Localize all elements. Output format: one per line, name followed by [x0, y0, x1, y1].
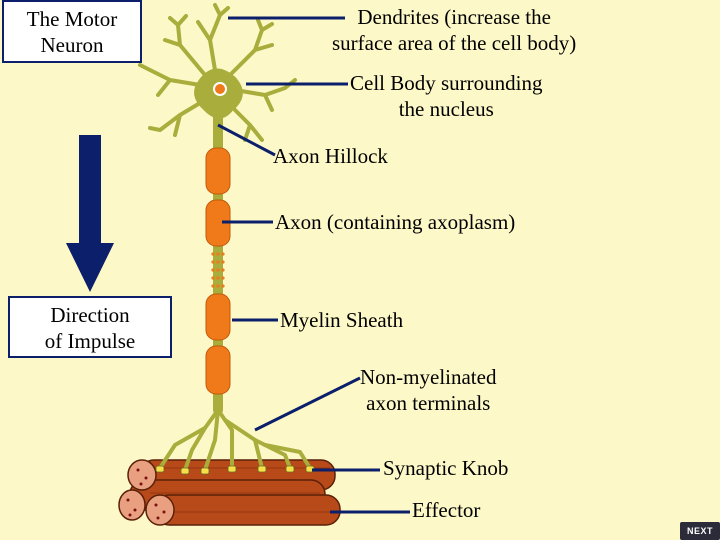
label-dendrites-line2: surface area of the cell body)	[332, 31, 577, 55]
next-button[interactable]: NEXT	[680, 522, 720, 540]
leader-terminals	[254, 376, 361, 432]
leader-axon-hillock	[217, 123, 276, 157]
label-effector: Effector	[412, 498, 481, 522]
label-axon-hillock: Axon Hillock	[273, 144, 388, 168]
label-cell-body-line1: Cell Body surrounding	[350, 71, 543, 95]
direction-box: Direction of Impulse	[8, 296, 172, 358]
dendrites	[138, 3, 297, 142]
label-synaptic-knob: Synaptic Knob	[383, 456, 509, 480]
axon-node-dots	[211, 252, 225, 288]
myelin-sheath	[205, 147, 231, 395]
label-cell-body-line2: the nucleus	[398, 97, 494, 121]
label-axon: Axon (containing axoplasm)	[275, 210, 516, 234]
label-dendrites: Dendrites (increase the surface area of …	[332, 4, 576, 56]
label-cell-body: Cell Body surrounding the nucleus	[350, 70, 543, 122]
direction-line2: of Impulse	[44, 329, 136, 353]
axon-terminals	[158, 408, 312, 472]
synaptic-knobs	[155, 465, 315, 475]
title-line1: The Motor	[26, 7, 118, 31]
title-line2: Neuron	[40, 33, 104, 57]
label-dendrites-line1: Dendrites (increase the	[357, 5, 551, 29]
direction-line1: Direction	[50, 303, 130, 327]
label-terminals-line1: Non-myelinated	[360, 365, 497, 389]
impulse-arrow	[66, 135, 114, 292]
label-terminals-line2: axon terminals	[366, 391, 491, 415]
label-myelin-sheath: Myelin Sheath	[280, 308, 404, 332]
leader-lines	[217, 16, 410, 514]
label-terminals: Non-myelinated axon terminals	[360, 364, 496, 416]
nucleus	[213, 82, 227, 96]
effector-muscle	[118, 459, 341, 526]
title-box: The Motor Neuron	[2, 0, 142, 63]
